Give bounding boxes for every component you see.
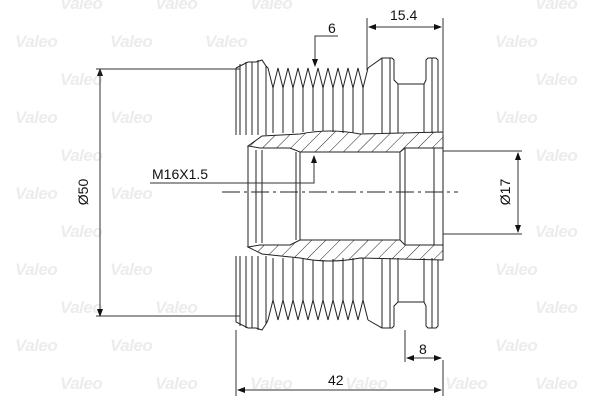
watermark: Valeo: [345, 374, 388, 393]
watermark: Valeo: [445, 374, 488, 393]
dim-hub-width: 8: [419, 341, 427, 357]
watermark: Valeo: [155, 298, 198, 317]
watermark: Valeo: [495, 260, 538, 279]
watermark: Valeo: [110, 32, 153, 51]
dim-inner-diameter: Ø17: [497, 178, 514, 206]
dim-overall-length: 42: [328, 372, 344, 388]
watermark: Valeo: [110, 336, 153, 355]
pulley-body-top: [235, 57, 444, 168]
watermark: Valeo: [250, 374, 293, 393]
watermark: Valeo: [535, 222, 578, 241]
watermark: Valeo: [535, 298, 578, 317]
dim-pulley-offset: 15.4: [390, 7, 418, 23]
watermark: Valeo: [15, 260, 58, 279]
watermark: Valeo: [15, 108, 58, 127]
watermark: Valeo: [60, 0, 103, 13]
watermark: Valeo: [535, 0, 578, 13]
watermark: Valeo: [60, 374, 103, 393]
pulley-body-bottom: [235, 256, 439, 331]
watermark: Valeo: [250, 0, 293, 13]
watermark: Valeo: [60, 146, 103, 165]
section-hatch-bottom: [246, 239, 444, 262]
watermark: Valeo: [205, 32, 248, 51]
watermark: Valeo: [60, 222, 103, 241]
watermark: Valeo: [15, 184, 58, 203]
watermark: Valeo: [535, 374, 578, 393]
watermark: Valeo: [495, 336, 538, 355]
section-hatch-top: [246, 130, 444, 153]
watermark: Valeo: [110, 108, 153, 127]
watermark: Valeo: [60, 70, 103, 89]
dim-groove-pitch: 6: [328, 20, 336, 36]
watermark: Valeo: [155, 374, 198, 393]
watermark: Valeo: [110, 260, 153, 279]
watermark: Valeo: [15, 32, 58, 51]
watermark: Valeo: [495, 108, 538, 127]
watermark: Valeo: [535, 70, 578, 89]
bore: [247, 146, 444, 247]
watermark: Valeo: [110, 184, 153, 203]
watermark: Valeo: [535, 146, 578, 165]
watermark: Valeo: [495, 32, 538, 51]
watermark: Valeo: [155, 0, 198, 13]
dim-thread: M16X1.5: [152, 166, 209, 182]
watermark: Valeo: [15, 336, 58, 355]
watermark: Valeo: [60, 298, 103, 317]
dimension-lines: [96, 18, 522, 396]
dim-outer-diameter: Ø50: [75, 178, 92, 206]
